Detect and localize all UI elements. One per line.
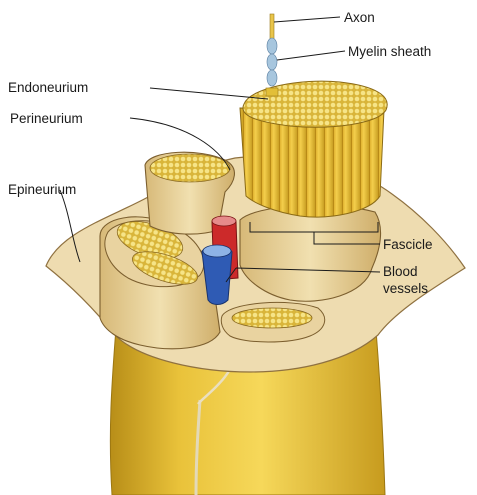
fascicle-label: Fascicle xyxy=(383,237,433,252)
perineurium-label: Perineurium xyxy=(10,111,83,126)
myelin-leader xyxy=(277,51,345,60)
endoneurium-leader xyxy=(150,88,268,99)
axon-leader xyxy=(274,17,340,22)
fascicle-bottom-fibers xyxy=(232,308,312,328)
epineurium-label: Epineurium xyxy=(8,182,76,197)
axon-end xyxy=(266,88,278,96)
myelin-segment xyxy=(267,54,277,70)
artery-lumen xyxy=(212,216,236,226)
myelin-segment xyxy=(267,70,277,86)
blood-vessels-label-line2: vessels xyxy=(383,281,428,296)
endoneurium-label: Endoneurium xyxy=(8,80,88,95)
axon-label: Axon xyxy=(344,10,375,25)
blood-vessels-label-line1: Blood xyxy=(383,264,418,279)
fiber-bundle-top xyxy=(243,81,387,127)
myelin-sheath-label: Myelin sheath xyxy=(348,44,431,59)
fascicle-back-fibers xyxy=(150,154,230,182)
vein-lumen xyxy=(203,245,231,257)
myelin-segment xyxy=(267,38,277,54)
